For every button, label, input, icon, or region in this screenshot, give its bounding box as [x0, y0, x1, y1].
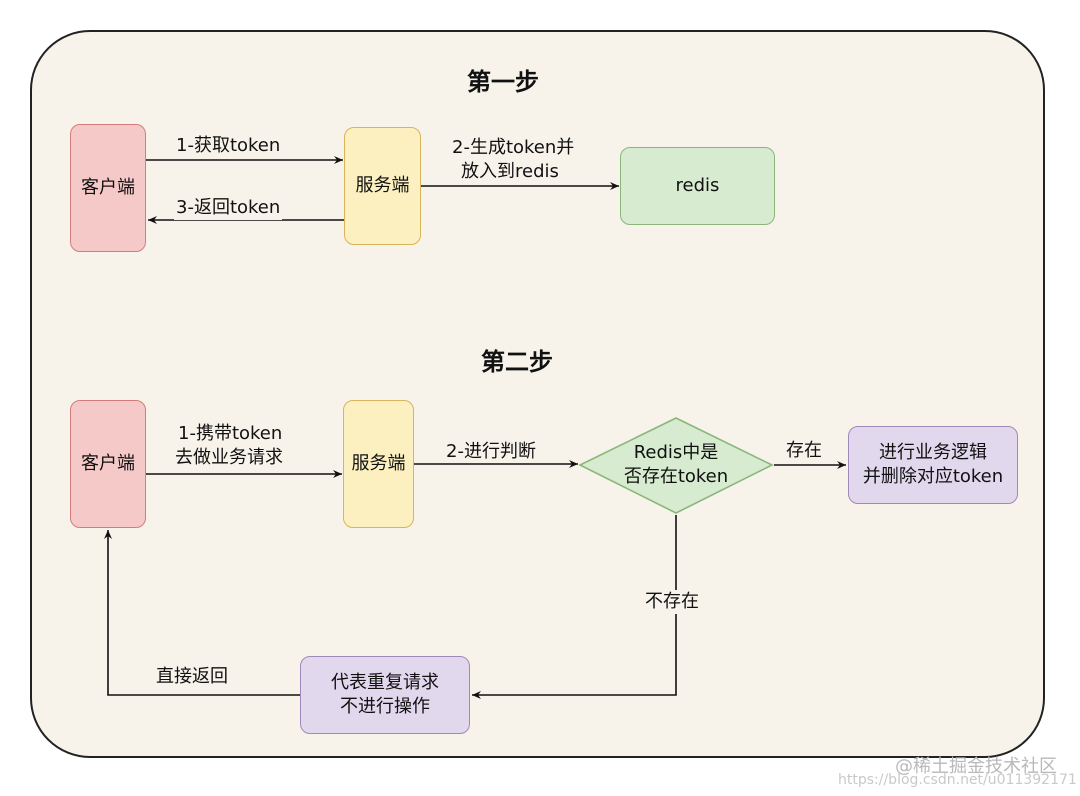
duplicate-label-line1: 代表重复请求: [331, 672, 439, 693]
step2-client-node: 客户端: [70, 400, 146, 528]
arrow-not-exists: [472, 515, 677, 699]
redis-node: redis: [620, 147, 775, 225]
label-return-token: 3-返回token: [174, 196, 283, 220]
step1-server-node: 服务端: [344, 127, 421, 245]
step1-client-label: 客户端: [81, 177, 135, 198]
label-generate-line1: 2-生成token并: [452, 137, 575, 158]
diagram-frame: [30, 30, 1045, 758]
label-carry-line1: 1-携带token: [178, 423, 283, 444]
process-label-line1: 进行业务逻辑: [879, 442, 987, 463]
step1-title: 第一步: [467, 68, 539, 96]
label-carry-line2: 去做业务请求: [175, 447, 283, 468]
label-not-exists: 不存在: [643, 590, 701, 614]
step2-title: 第二步: [481, 348, 553, 376]
step1-client-node: 客户端: [70, 124, 146, 252]
step2-server-node: 服务端: [343, 400, 414, 528]
process-label-line2: 并删除对应token: [862, 466, 1004, 487]
decision-label-line1: Redis中是: [633, 442, 719, 463]
label-generate-line2: 放入到redis: [461, 161, 559, 182]
label-judge: 2-进行判断: [446, 441, 536, 462]
label-get-token: 1-获取token: [176, 135, 281, 156]
decision-label-line2: 否存在token: [623, 466, 729, 487]
decision-diamond: [578, 417, 774, 514]
duplicate-node: 代表重复请求 不进行操作: [300, 656, 470, 734]
watermark-url: https://blog.csdn.net/u011392171: [838, 772, 1077, 788]
step2-client-label: 客户端: [81, 453, 135, 474]
process-node: 进行业务逻辑 并删除对应token: [848, 426, 1018, 504]
arrow-direct-return: [104, 530, 300, 696]
label-exists: 存在: [786, 440, 822, 461]
redis-label: redis: [675, 175, 720, 196]
duplicate-label-line2: 不进行操作: [340, 696, 430, 717]
step1-server-label: 服务端: [355, 175, 410, 196]
label-direct-return: 直接返回: [156, 666, 228, 687]
watermark-brand: @稀土掘金技术社区: [895, 756, 1057, 777]
step2-server-label: 服务端: [351, 453, 406, 474]
